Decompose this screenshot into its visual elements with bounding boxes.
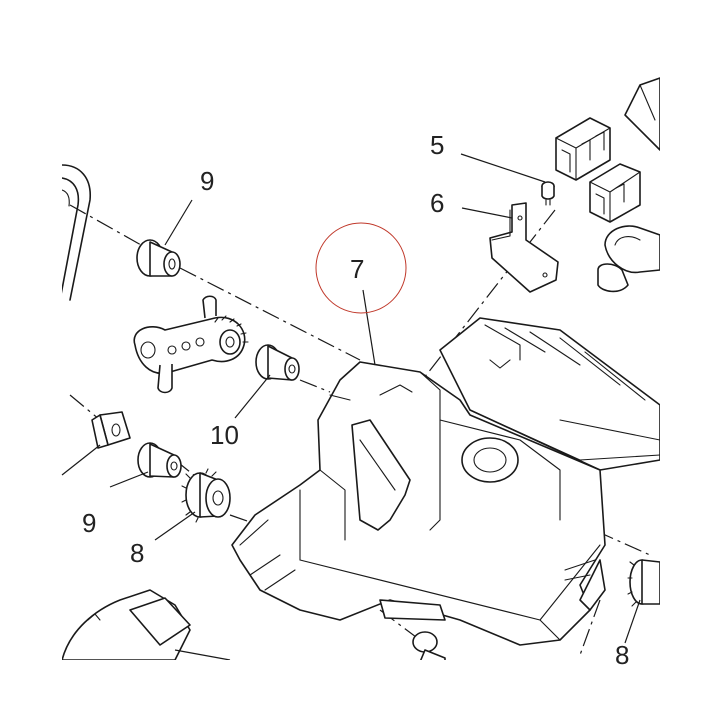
screw-5 [541,181,555,206]
lower-left-part [61,589,231,661]
left-mask [0,0,62,720]
main-housing [231,317,661,646]
callout-10: 10 [210,420,239,450]
washer-bottom [412,631,446,663]
bracket-6 [489,202,559,293]
bushing-9-top [136,239,181,277]
callout-7-highlight-circle [315,222,407,314]
bushing-9-bottom [137,442,182,478]
leader-lines [61,153,641,644]
linkage-arm [133,295,249,394]
callout-9-top: 9 [200,166,214,196]
callout-5: 5 [430,130,444,160]
right-mask [660,0,720,720]
connector-lower [589,163,641,223]
callout-8-right: 8 [615,640,629,670]
callout-labels: 5 6 7 8 8 9 9 10 [82,130,629,670]
cable-clip [597,225,661,293]
connector-upper [555,117,611,181]
callout-6: 6 [430,188,444,218]
callout-7: 7 [350,254,364,284]
bushing-10 [255,344,300,381]
callout-8-left: 8 [130,538,144,568]
corner-housing [624,77,661,151]
gear-8-left [181,468,231,523]
gear-8-right [627,559,661,607]
frame-edge-part [59,164,91,301]
callout-9-bottom: 9 [82,508,96,538]
bottom-mask [0,660,720,720]
square-nut [91,411,131,449]
